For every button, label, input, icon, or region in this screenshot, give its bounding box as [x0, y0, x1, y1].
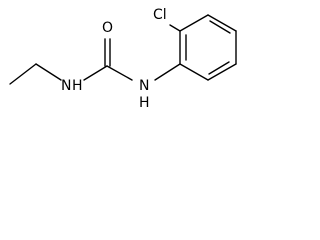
hydrogen-right-label: H	[139, 95, 150, 109]
ring-bond-5	[207, 63, 237, 81]
bond-nitrogen-carbonyl-left	[83, 65, 108, 81]
chemical-structure-diagram: Cl O N H N H	[9, 7, 237, 109]
oxygen-label: O	[102, 20, 113, 36]
ring-inner-bond-3	[208, 61, 230, 75]
bond-nitrogen-ring	[154, 63, 181, 81]
ring-inner-bond-2	[209, 20, 231, 34]
bond-ethyl-nitrogen	[35, 63, 62, 81]
bond-ring-chlorine	[169, 24, 181, 32]
nitrogen-left-label: N	[61, 78, 71, 94]
chlorine-label: Cl	[153, 7, 167, 23]
ring-bond-3	[207, 14, 237, 32]
hydrogen-left-label: H	[72, 78, 83, 94]
bond-carbonyl-nitrogen-right	[106, 65, 133, 81]
ring-bond-6	[179, 63, 209, 81]
ring-bond-2	[179, 14, 209, 32]
nitrogen-right-label: N	[139, 78, 149, 94]
structure-canvas: Cl O N H N H	[0, 0, 251, 109]
bond-methyl-ethyl	[9, 63, 37, 85]
